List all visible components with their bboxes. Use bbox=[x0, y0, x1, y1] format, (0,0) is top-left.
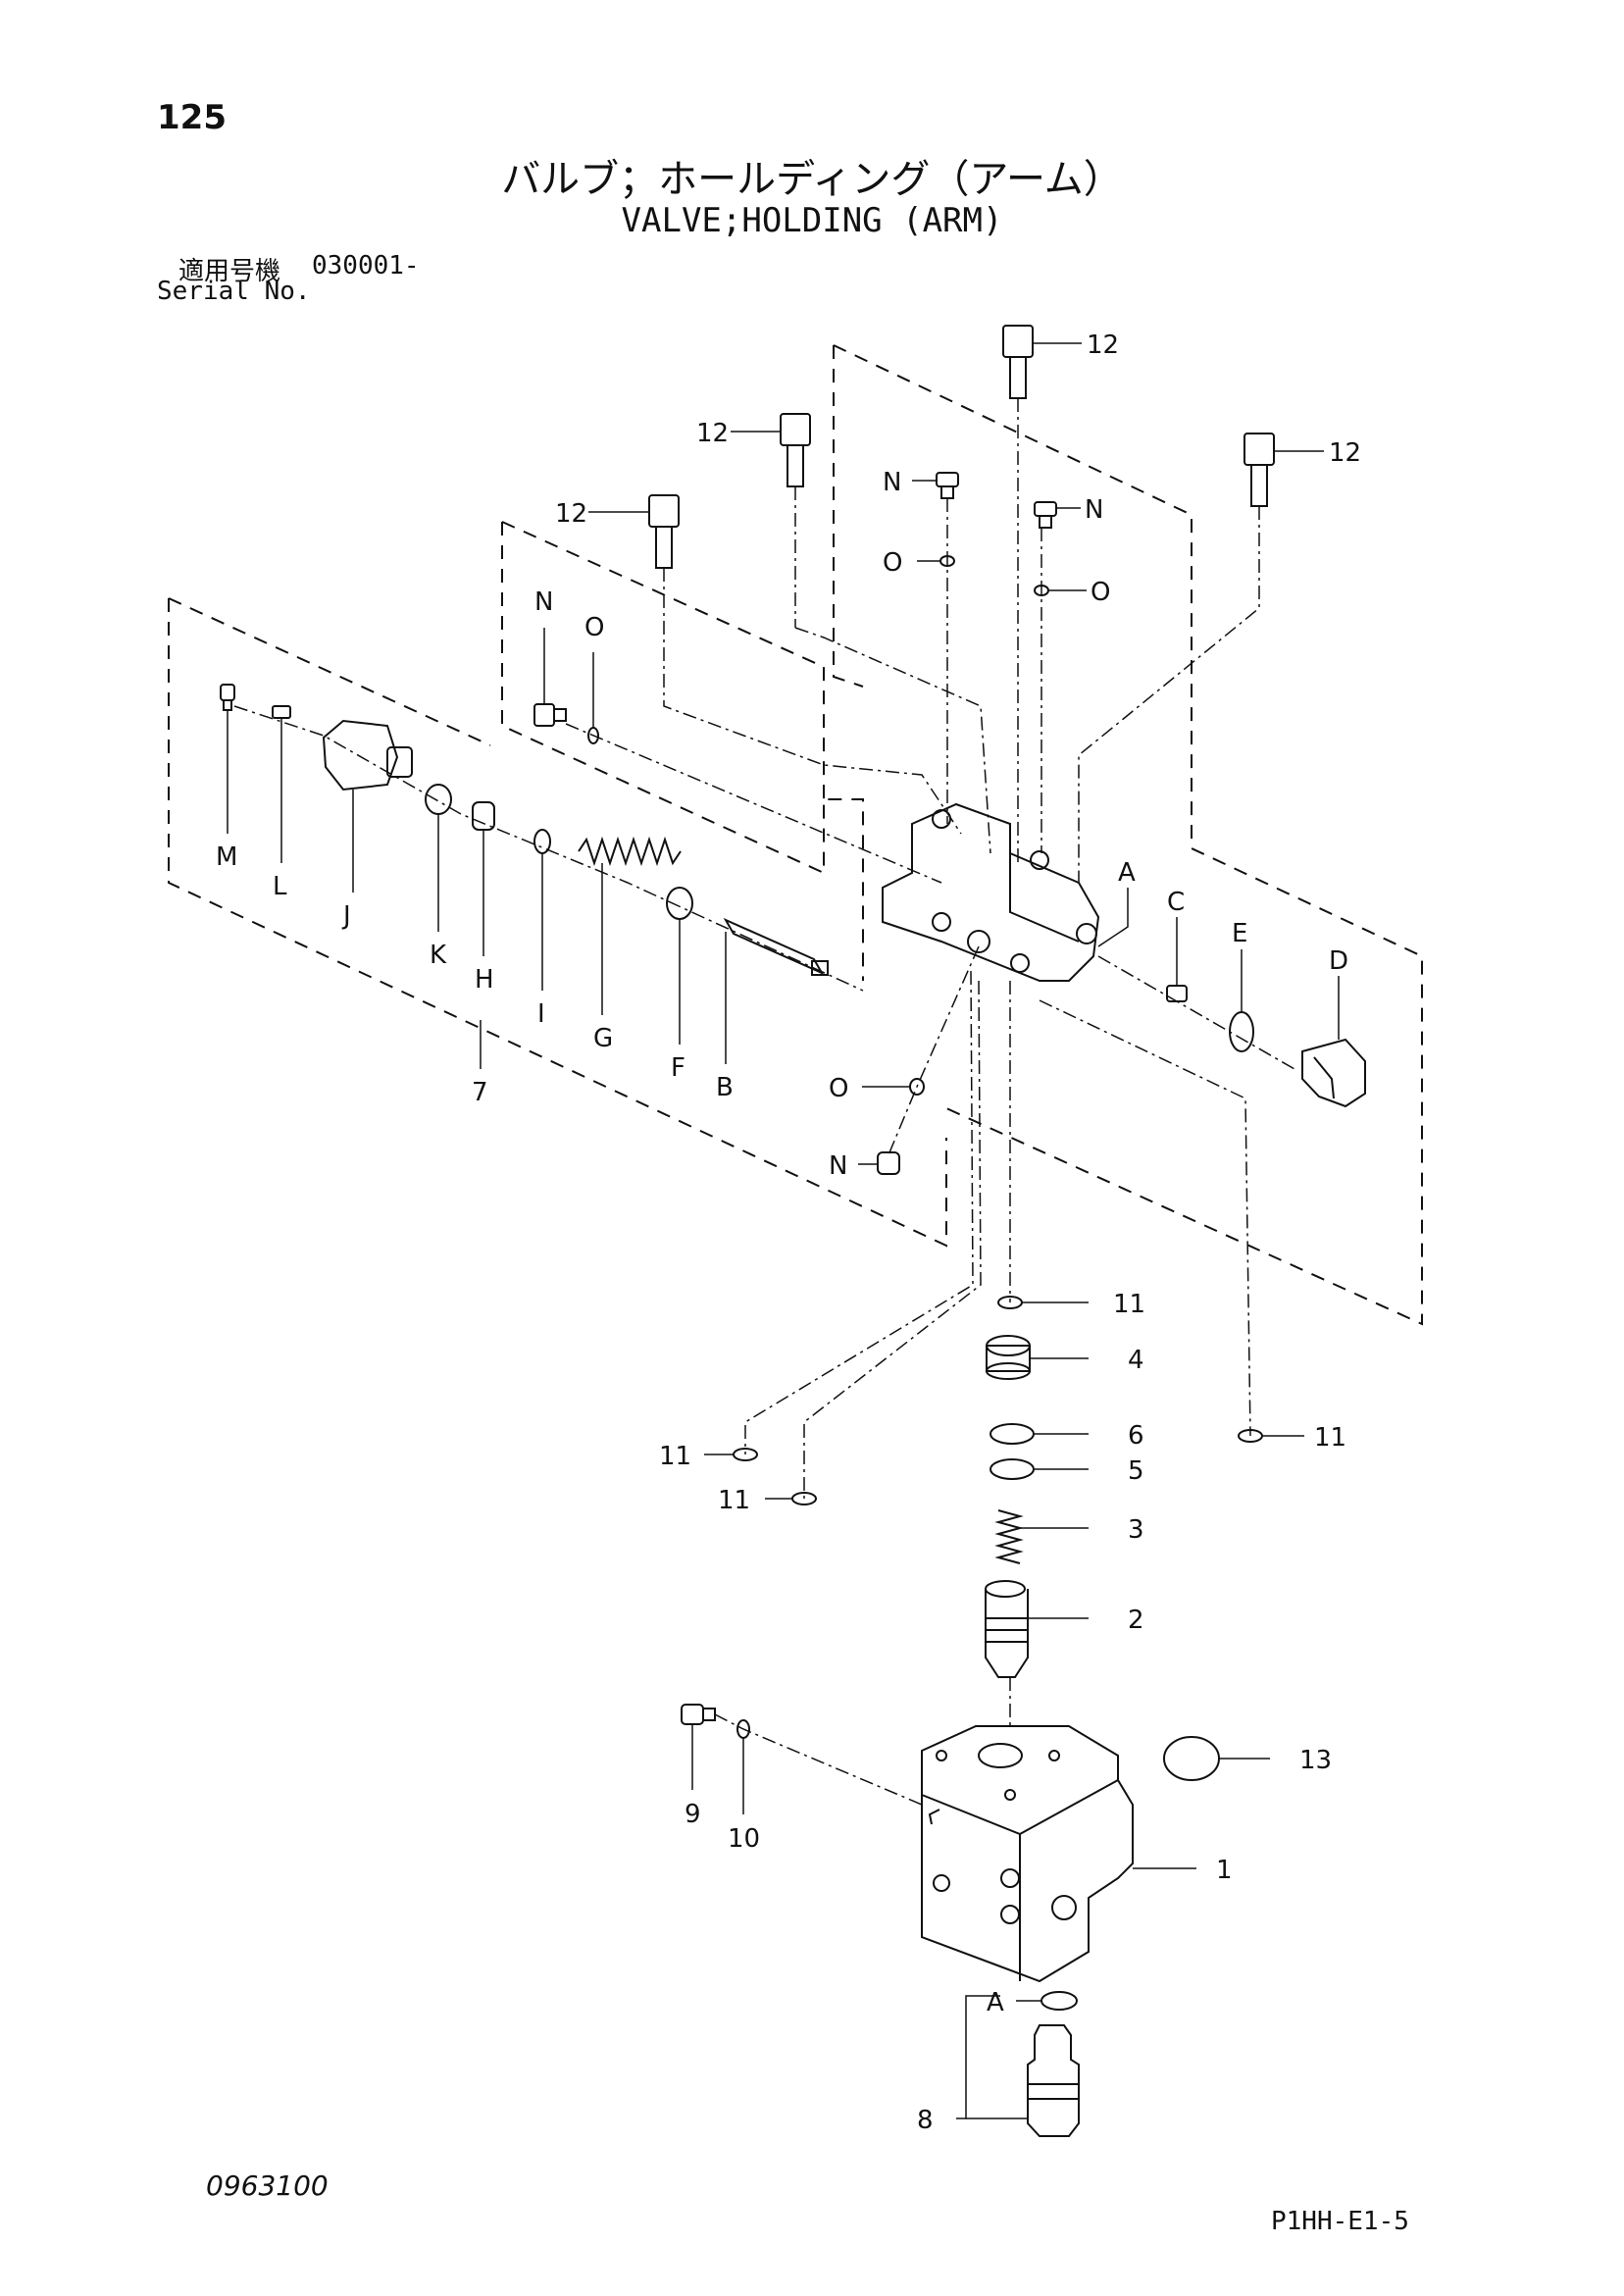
plug-n-1 bbox=[936, 472, 959, 499]
callout-11-left: 11 bbox=[659, 1442, 691, 1471]
figure-code: P1HH-E1-5 bbox=[1271, 2207, 1409, 2236]
callout-c: C bbox=[1167, 888, 1185, 917]
washer-f bbox=[666, 887, 693, 920]
callout-j: J bbox=[341, 901, 351, 931]
callout-h: H bbox=[475, 965, 494, 995]
callout-n-2: N bbox=[1085, 495, 1103, 525]
title-english: VALVE;HOLDING (ARM) bbox=[621, 201, 1003, 240]
callout-k: K bbox=[430, 941, 447, 970]
callout-g: G bbox=[593, 1024, 613, 1053]
set-screw-l bbox=[272, 705, 291, 719]
callout-13: 13 bbox=[1299, 1746, 1332, 1775]
callout-1: 1 bbox=[1216, 1856, 1233, 1885]
callout-12-right: 12 bbox=[1329, 438, 1361, 468]
holding-valve-body-lower bbox=[921, 1725, 1134, 1983]
callout-i: I bbox=[537, 999, 545, 1029]
callout-b: B bbox=[716, 1073, 734, 1102]
assembly-boundary-right bbox=[833, 344, 1423, 1326]
plug-d bbox=[1301, 1038, 1366, 1108]
plug-n-3 bbox=[533, 703, 567, 727]
callout-l: L bbox=[273, 872, 287, 901]
callout-m: M bbox=[216, 842, 237, 872]
plug-9 bbox=[681, 1704, 716, 1725]
o-ring-k bbox=[425, 784, 452, 815]
bolt-12-upper-left bbox=[780, 413, 811, 487]
callout-a-lower: A bbox=[987, 1988, 1004, 2017]
page-number: 125 bbox=[157, 98, 227, 137]
callout-11-top: 11 bbox=[1113, 1290, 1145, 1319]
callout-o-2: O bbox=[1091, 578, 1110, 607]
assembly-boundary-center bbox=[501, 521, 864, 981]
callout-o-4: O bbox=[829, 1074, 848, 1103]
plug-n-2 bbox=[1034, 501, 1057, 529]
bolt-12-left bbox=[648, 494, 680, 569]
seat-h bbox=[472, 801, 495, 831]
poppet-2 bbox=[985, 1580, 1029, 1678]
relief-valve-8 bbox=[1027, 2024, 1080, 2137]
serial-label-japanese: 適用号機 bbox=[178, 257, 281, 286]
title-japanese: バルブ；ホールディング（アーム） bbox=[501, 157, 1123, 202]
callout-12-top: 12 bbox=[1087, 331, 1119, 360]
callout-10: 10 bbox=[728, 1824, 760, 1854]
piston-4 bbox=[986, 1335, 1031, 1380]
bolt-12-top bbox=[1002, 325, 1034, 399]
o-ring-a-lower bbox=[1040, 1991, 1078, 2011]
callout-9: 9 bbox=[685, 1800, 701, 1829]
backup-ring-6 bbox=[990, 1423, 1035, 1445]
callout-6: 6 bbox=[1128, 1421, 1144, 1451]
holding-valve-body-upper bbox=[882, 802, 1100, 982]
o-ring-11-lower-left bbox=[791, 1492, 817, 1505]
callout-a-upper: A bbox=[1118, 858, 1136, 888]
callout-o-1: O bbox=[883, 548, 902, 578]
callout-e: E bbox=[1232, 919, 1247, 948]
spool-b bbox=[723, 917, 829, 976]
orifice-c bbox=[1166, 985, 1188, 1002]
callout-11-right: 11 bbox=[1314, 1423, 1346, 1453]
callout-7: 7 bbox=[472, 1078, 488, 1107]
spring-3 bbox=[994, 1509, 1024, 1564]
callout-n-3: N bbox=[534, 587, 553, 617]
callout-2: 2 bbox=[1128, 1606, 1144, 1635]
o-ring-13 bbox=[1163, 1736, 1220, 1781]
drawing-id: 0963100 bbox=[206, 2169, 329, 2202]
o-ring-5 bbox=[990, 1458, 1035, 1480]
callout-n-4: N bbox=[829, 1151, 847, 1181]
callout-12-left: 12 bbox=[555, 499, 587, 529]
callout-f: F bbox=[671, 1053, 685, 1083]
spring-g bbox=[578, 836, 682, 867]
callout-5: 5 bbox=[1128, 1456, 1144, 1486]
o-ring-e bbox=[1229, 1011, 1254, 1052]
callout-o-3: O bbox=[584, 613, 604, 642]
callout-12-upper-left: 12 bbox=[696, 419, 729, 448]
callout-3: 3 bbox=[1128, 1515, 1144, 1545]
bolt-12-right bbox=[1243, 433, 1275, 507]
cap-screw-m bbox=[220, 684, 235, 711]
serial-label-english: Serial No. bbox=[157, 277, 311, 306]
callout-11-lower-left: 11 bbox=[718, 1486, 750, 1515]
serial-number-value: 030001- bbox=[312, 251, 420, 281]
assembly-boundary-left bbox=[168, 597, 947, 1248]
plug-j bbox=[322, 719, 413, 791]
callout-8: 8 bbox=[917, 2106, 934, 2135]
callout-n-1: N bbox=[883, 468, 901, 497]
callout-4: 4 bbox=[1128, 1346, 1144, 1375]
callout-d: D bbox=[1329, 946, 1348, 976]
plug-n-4 bbox=[877, 1151, 900, 1175]
